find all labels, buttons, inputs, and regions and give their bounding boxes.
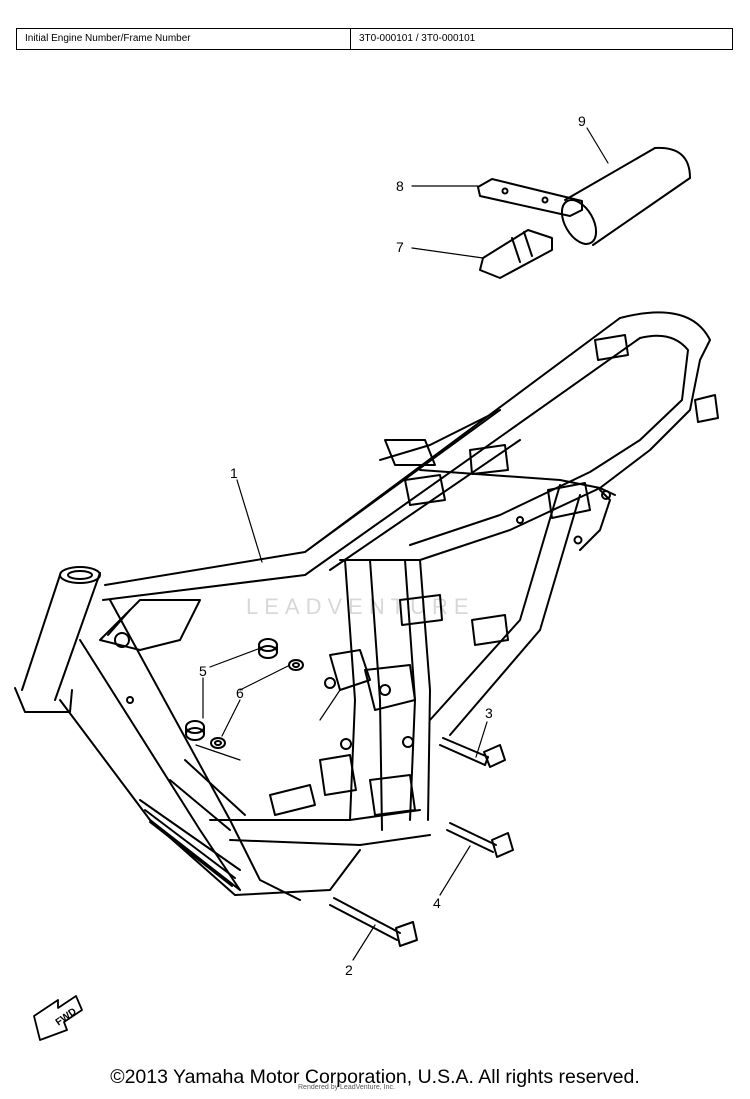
- callout-6: 6: [236, 685, 244, 701]
- part-6-washer: [210, 659, 304, 749]
- part-3-bolt: [439, 737, 506, 768]
- watermark: LEADVENTURE: [246, 594, 475, 619]
- render-credit: Rendered by LeadVenture, Inc.: [298, 1084, 395, 1091]
- callout-2: 2: [345, 962, 353, 978]
- callout-7: 7: [396, 239, 404, 255]
- part-1-frame: [14, 311, 719, 901]
- fwd-arrow-icon: FWD: [33, 995, 83, 1041]
- copyright-notice: ©2013 Yamaha Motor Corporation, U.S.A. A…: [110, 1066, 640, 1088]
- engine-frame-number-label: Initial Engine Number/Frame Number: [17, 29, 351, 49]
- callout-4: 4: [433, 895, 441, 911]
- engine-frame-number-table: Initial Engine Number/Frame Number 3T0-0…: [16, 28, 733, 50]
- part-4-bolt: [446, 822, 514, 858]
- part-8-plate: [477, 178, 583, 217]
- part-5-nut: [185, 638, 278, 741]
- callout-1: 1: [230, 465, 238, 481]
- callout-9: 9: [578, 113, 586, 129]
- callout-3: 3: [485, 705, 493, 721]
- part-7-pad: [479, 229, 553, 279]
- fwd-label: FWD: [54, 1006, 79, 1028]
- callout-8: 8: [396, 178, 404, 194]
- engine-frame-number-value: 3T0-000101 / 3T0-000101: [359, 33, 476, 44]
- callout-5: 5: [199, 663, 207, 679]
- leader-lines: [195, 127, 609, 961]
- part-9-tube: [560, 146, 691, 246]
- part-2-bolt: [329, 897, 418, 947]
